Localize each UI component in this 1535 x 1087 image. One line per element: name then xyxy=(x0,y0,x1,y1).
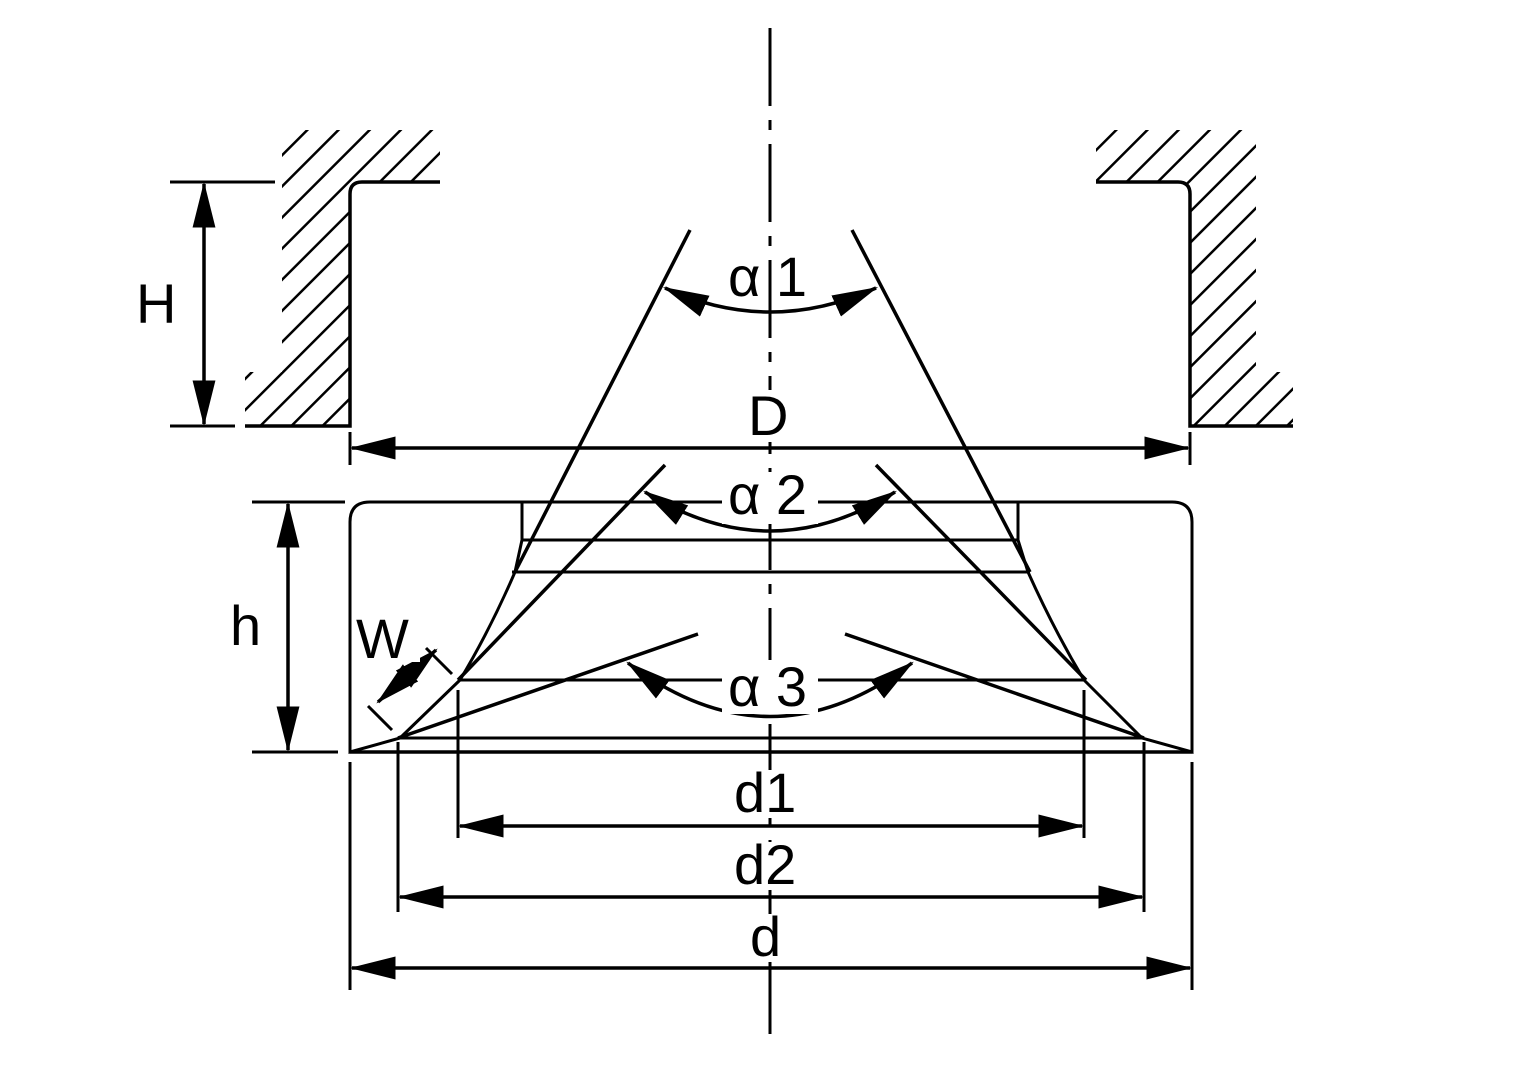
D-label-bg xyxy=(744,390,796,442)
right-seat-insert xyxy=(1016,500,1194,754)
right-head-wall-edge xyxy=(1096,180,1293,428)
alpha3-label: α 3 xyxy=(728,655,807,718)
alpha3-label-bg xyxy=(722,660,818,714)
alpha1-right-ray xyxy=(850,229,1032,573)
alpha2-left-ray xyxy=(456,463,667,682)
d2-label-bg xyxy=(732,842,810,890)
d-label-bg xyxy=(746,914,794,962)
alpha2-arc xyxy=(643,490,897,533)
alpha3-arc xyxy=(626,661,914,719)
W-dimension-line xyxy=(376,648,438,704)
W-tick-1 xyxy=(366,704,394,732)
d1-label-bg xyxy=(732,770,808,818)
H-label: H xyxy=(136,272,176,335)
alpha1-arc xyxy=(662,286,879,317)
left-head-wall-edge xyxy=(245,180,440,428)
h-label: h xyxy=(230,594,261,657)
right-head-wall xyxy=(1096,130,1293,426)
D-label: D xyxy=(748,384,788,447)
d2-label: d2 xyxy=(734,833,796,896)
alpha2-label: α 2 xyxy=(728,463,807,526)
alpha3-left-ray xyxy=(397,632,699,740)
alpha2-right-ray xyxy=(874,463,1088,682)
d-label: d xyxy=(750,905,781,968)
W-tick-2 xyxy=(424,646,454,676)
W-label-bg xyxy=(354,604,420,662)
alpha1-label: α 1 xyxy=(728,245,807,308)
left-head-wall xyxy=(245,130,440,426)
W-label: W xyxy=(356,607,409,670)
alpha1-left-ray xyxy=(513,229,692,573)
alpha3-right-ray xyxy=(844,632,1145,740)
d1-label: d1 xyxy=(734,761,796,824)
alpha2-label-bg xyxy=(722,472,818,524)
